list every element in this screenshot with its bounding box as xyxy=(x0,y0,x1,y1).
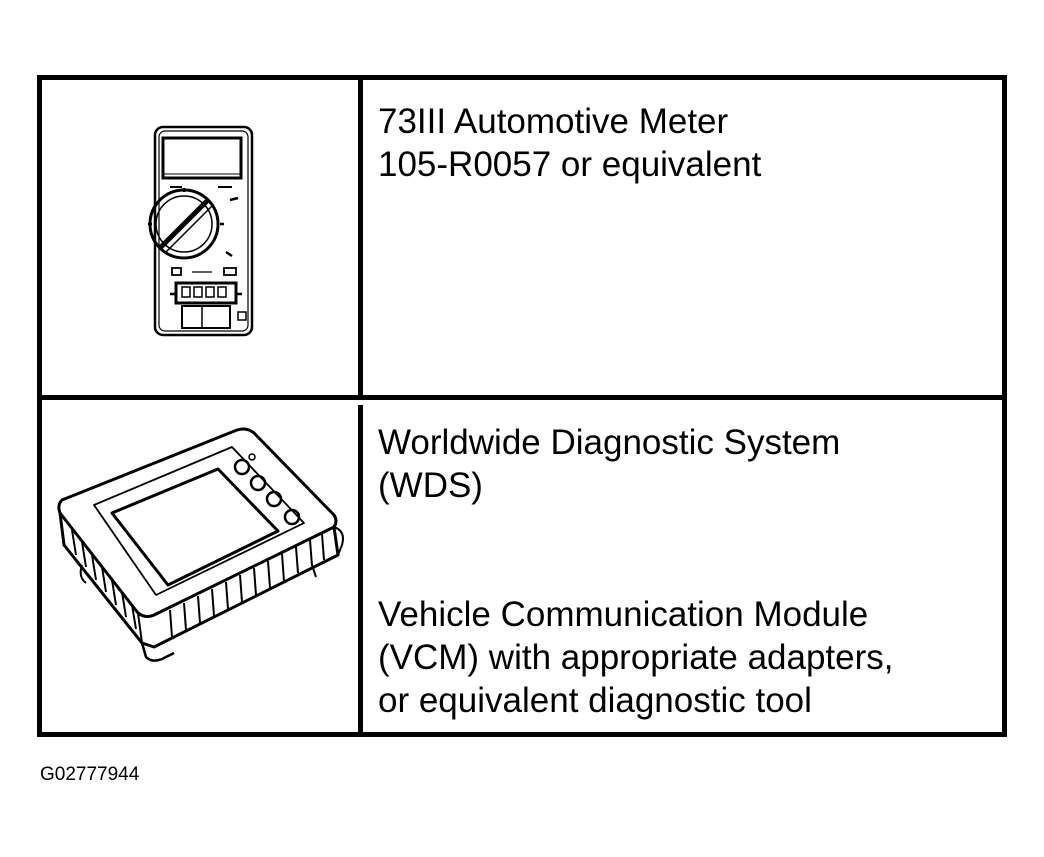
diagnostic-tablet-icon xyxy=(57,427,344,662)
tool-row-diagnostic-system: Worldwide Diagnostic System (WDS) Vehicl… xyxy=(42,405,1002,737)
tool-table: 73III Automotive Meter 105-R0057 or equi… xyxy=(37,75,1007,737)
tool-description-cell: Worldwide Diagnostic System (WDS) Vehicl… xyxy=(363,405,1002,737)
tool-detail-line: or equivalent diagnostic tool xyxy=(378,681,812,720)
tool-name-line: Vehicle Communication Module xyxy=(378,595,869,634)
tool-row-multimeter: 73III Automotive Meter 105-R0057 or equi… xyxy=(42,80,1002,400)
figure-id: G02777944 xyxy=(40,764,140,785)
tool-name-line: 73III Automotive Meter xyxy=(378,102,729,141)
tool-abbrev-line: (WDS) xyxy=(378,466,483,505)
tool-description-cell: 73III Automotive Meter 105-R0057 or equi… xyxy=(363,80,1002,395)
text-gap xyxy=(378,507,1002,593)
multimeter-icon xyxy=(148,125,254,337)
tool-detail-line: (VCM) with appropriate adapters, xyxy=(378,638,894,677)
tool-name-line: Worldwide Diagnostic System xyxy=(378,423,841,462)
tool-image-cell xyxy=(42,80,363,395)
tool-part-number-line: 105-R0057 or equivalent xyxy=(378,145,762,184)
tool-description: Worldwide Diagnostic System (WDS) Vehicl… xyxy=(378,405,1002,722)
tool-description: 73III Automotive Meter 105-R0057 or equi… xyxy=(378,80,1002,186)
tool-image-cell xyxy=(42,405,363,737)
